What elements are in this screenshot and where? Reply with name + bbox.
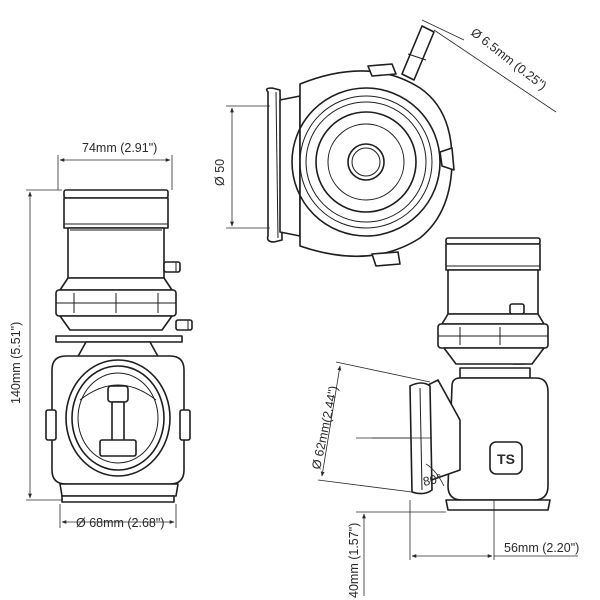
dim-base-diameter: Ø 68mm (2.68"): [76, 516, 165, 530]
dim-width-top: 74mm (2.91"): [82, 141, 157, 155]
dim-offset-outlet: 56mm (2.20"): [504, 541, 579, 555]
side-view: TS: [409, 237, 551, 511]
dim-inlet-diameter: Ø 62mm(2.44"): [309, 385, 340, 471]
dim-height-inlet: 40mm (1.57"): [347, 523, 361, 598]
turbosmart-logo: TS: [489, 441, 523, 475]
dim-flange-diameter: Ø 50: [213, 159, 227, 186]
dim-angle: 80°: [422, 471, 443, 489]
front-view: [45, 189, 193, 503]
dim-height-total: 140mm (5.51"): [9, 322, 23, 404]
dim-nipple-diameter: Ø 6.5mm (0.25"): [468, 25, 549, 93]
top-view: [265, 25, 455, 267]
logo-mark: TS: [497, 451, 515, 467]
